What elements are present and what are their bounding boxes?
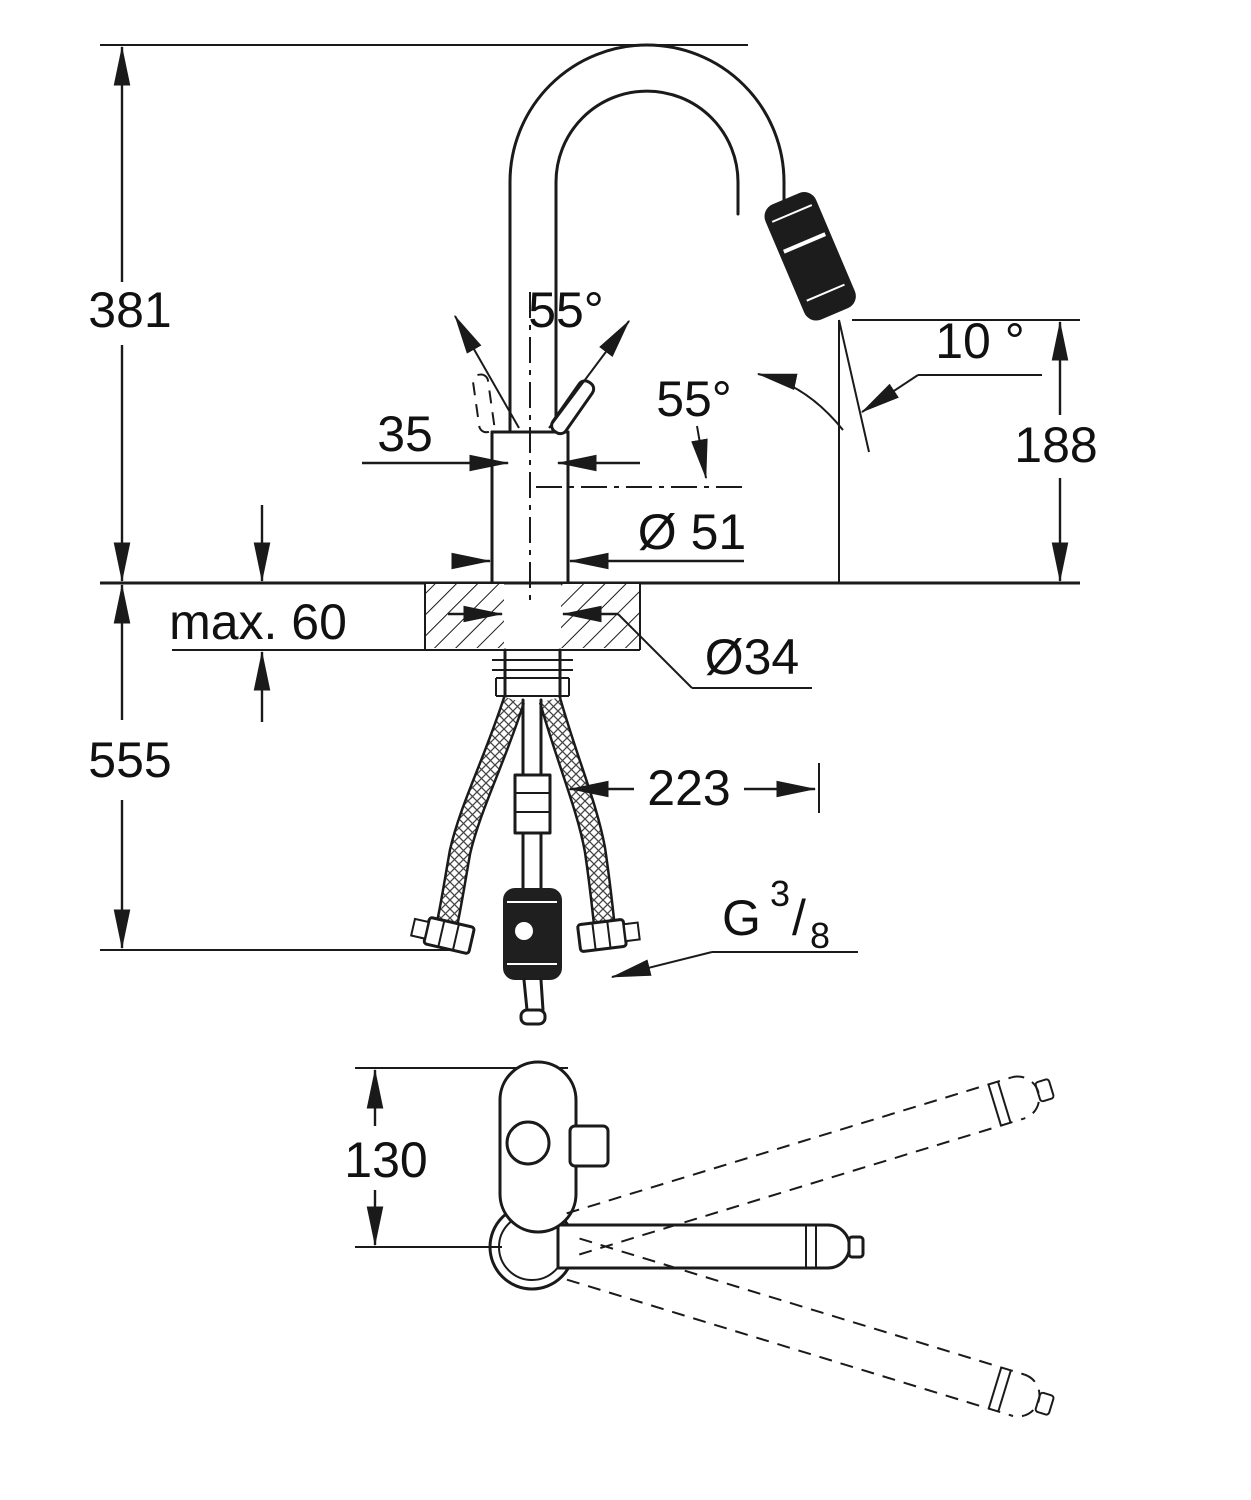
plan-view: 130 (344, 1060, 1055, 1418)
dimension-hole-diameter: Ø34 (448, 605, 812, 689)
dim-35-label: 35 (377, 406, 433, 462)
dim-188-label: 188 (1014, 417, 1097, 473)
dim-dia51-label: Ø 51 (638, 504, 746, 560)
plan-spout-arm (556, 1223, 865, 1270)
dim-381-label: 381 (88, 282, 171, 338)
outlet-angle-reference (756, 319, 870, 583)
dimension-max-deck-thickness: max. 60 (169, 505, 347, 722)
dim-dia34-label: Ø34 (705, 629, 800, 685)
hose-weight (503, 888, 562, 980)
dim-max60-label: max. 60 (169, 594, 347, 650)
handle-lever (454, 314, 744, 488)
dimension-outlet-height: 188 (1014, 320, 1098, 583)
mounting-shank (492, 648, 573, 702)
plan-lever-body (498, 1060, 610, 1234)
plan-swivel-position-upper (566, 1075, 1055, 1256)
dim-130-label: 130 (344, 1132, 427, 1188)
plan-swivel-position-lower (566, 1237, 1055, 1418)
dimension-depth-below-deck: 555 (88, 583, 172, 950)
counter-deck (172, 583, 641, 651)
dim-10deg-label: 10 ° (935, 313, 1025, 369)
dim-55deg-top-label: 55° (528, 282, 604, 338)
dimension-neck-width: 35 (362, 406, 640, 472)
dimension-handle-swivel-angle: 55° (528, 282, 604, 338)
dim-55deg-side-label: 55° (656, 371, 732, 427)
dimension-base-diameter: Ø 51 (451, 504, 746, 570)
thread-spec-g38: G 3 / 8 (610, 873, 858, 978)
dimension-handle-lift-angle: 55° (656, 371, 732, 480)
pullout-hose (503, 698, 562, 1026)
thread-g-label: G (722, 890, 761, 946)
dim-555-label: 555 (88, 732, 171, 788)
spout-swivel-arrow (756, 373, 844, 431)
dimension-spout-projection: 223 (568, 760, 820, 816)
dimension-plan-depth: 130 (344, 1067, 568, 1248)
dimension-height-above-deck: 381 (88, 45, 172, 583)
hose-fitting-left (409, 916, 476, 955)
thread-denominator: 8 (810, 915, 830, 956)
gooseneck-spout (508, 43, 786, 434)
thread-numerator: 3 (770, 873, 790, 914)
dim-223-label: 223 (647, 760, 730, 816)
dimension-outlet-angle: 10 ° (860, 313, 1042, 413)
side-elevation-view: 381 555 (88, 43, 1098, 1026)
thread-slash: / (792, 890, 806, 946)
hose-fitting-right (576, 918, 641, 953)
spray-head (764, 192, 856, 321)
supply-hoses (409, 696, 641, 955)
